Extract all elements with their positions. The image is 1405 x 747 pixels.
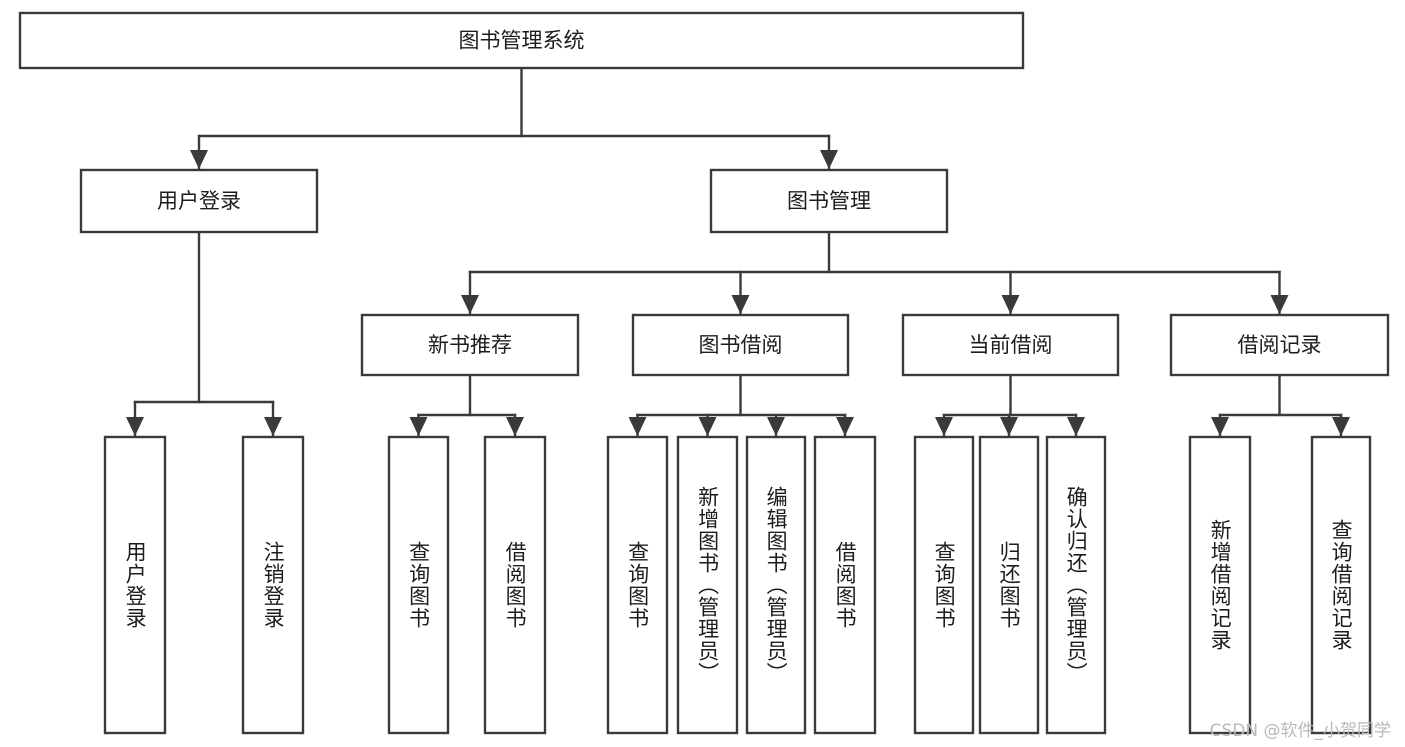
arrow-head-图书借阅-2	[767, 417, 785, 436]
leaf-node-5-新增图书管理员[interactable]	[676, 435, 739, 735]
leaf-node-3-借阅图书[interactable]	[483, 435, 547, 735]
arrow-head-root-1	[820, 150, 838, 169]
leaf-node-11-新增借阅记录[interactable]	[1188, 435, 1252, 735]
leaf-node-12-查询借阅记录[interactable]	[1310, 435, 1372, 735]
leaf-node-1-注销登录[interactable]	[241, 435, 305, 735]
node-借阅记录[interactable]	[1169, 313, 1390, 377]
arrow-head-新书推荐-1	[506, 417, 524, 436]
node-label-用户登录: 用户登录	[157, 189, 241, 213]
arrow-head-用户登录-0	[126, 417, 144, 436]
arrow-head-图书借阅-0	[628, 417, 647, 436]
node-用户登录[interactable]	[79, 168, 319, 234]
leaf-node-6-编辑图书管理员[interactable]	[745, 435, 807, 735]
node-label-图书借阅: 图书借阅	[699, 333, 783, 357]
arrow-head-借阅记录-1	[1332, 417, 1350, 436]
edge-layer	[126, 66, 1350, 438]
leaf-node-8-查询图书[interactable]	[913, 435, 975, 735]
node-label-图书管理: 图书管理	[787, 189, 871, 213]
arrow-head-当前借阅-0	[935, 417, 953, 436]
arrow-head-books-1	[731, 295, 750, 314]
leaf-node-7-借阅图书[interactable]	[813, 435, 877, 735]
watermark-text: CSDN @软件_小贺同学	[1209, 721, 1391, 741]
leaf-node-9-归还图书[interactable]	[978, 435, 1040, 735]
node-图书借阅[interactable]	[631, 313, 850, 377]
leaf-node-2-查询图书[interactable]	[387, 435, 450, 735]
arrow-head-用户登录-1	[264, 417, 282, 436]
leaf-node-4-查询图书[interactable]	[606, 435, 669, 735]
arrow-head-books-2	[1001, 295, 1020, 314]
node-label-新书推荐: 新书推荐	[428, 333, 512, 357]
arrow-head-root-0	[190, 150, 208, 169]
arrow-head-图书借阅-3	[836, 417, 854, 436]
node-label-借阅记录: 借阅记录	[1238, 333, 1322, 357]
node-当前借阅[interactable]	[901, 313, 1120, 377]
node-label-当前借阅: 当前借阅	[969, 333, 1053, 357]
node-新书推荐[interactable]	[360, 313, 580, 377]
node-图书管理[interactable]	[709, 168, 949, 234]
arrow-head-图书借阅-1	[698, 417, 717, 436]
node-label-图书管理系统: 图书管理系统	[459, 29, 585, 53]
arrow-head-books-3	[1270, 295, 1289, 314]
arrow-head-books-0	[461, 295, 479, 314]
arrow-head-当前借阅-2	[1067, 417, 1085, 436]
arrow-head-新书推荐-0	[409, 417, 428, 436]
arrow-head-当前借阅-1	[1000, 417, 1018, 436]
leaf-node-10-确认归还管理员[interactable]	[1045, 435, 1107, 735]
arrow-head-借阅记录-0	[1211, 417, 1229, 436]
node-图书管理系统[interactable]	[18, 11, 1025, 70]
leaf-node-0-用户登录[interactable]	[103, 435, 167, 735]
